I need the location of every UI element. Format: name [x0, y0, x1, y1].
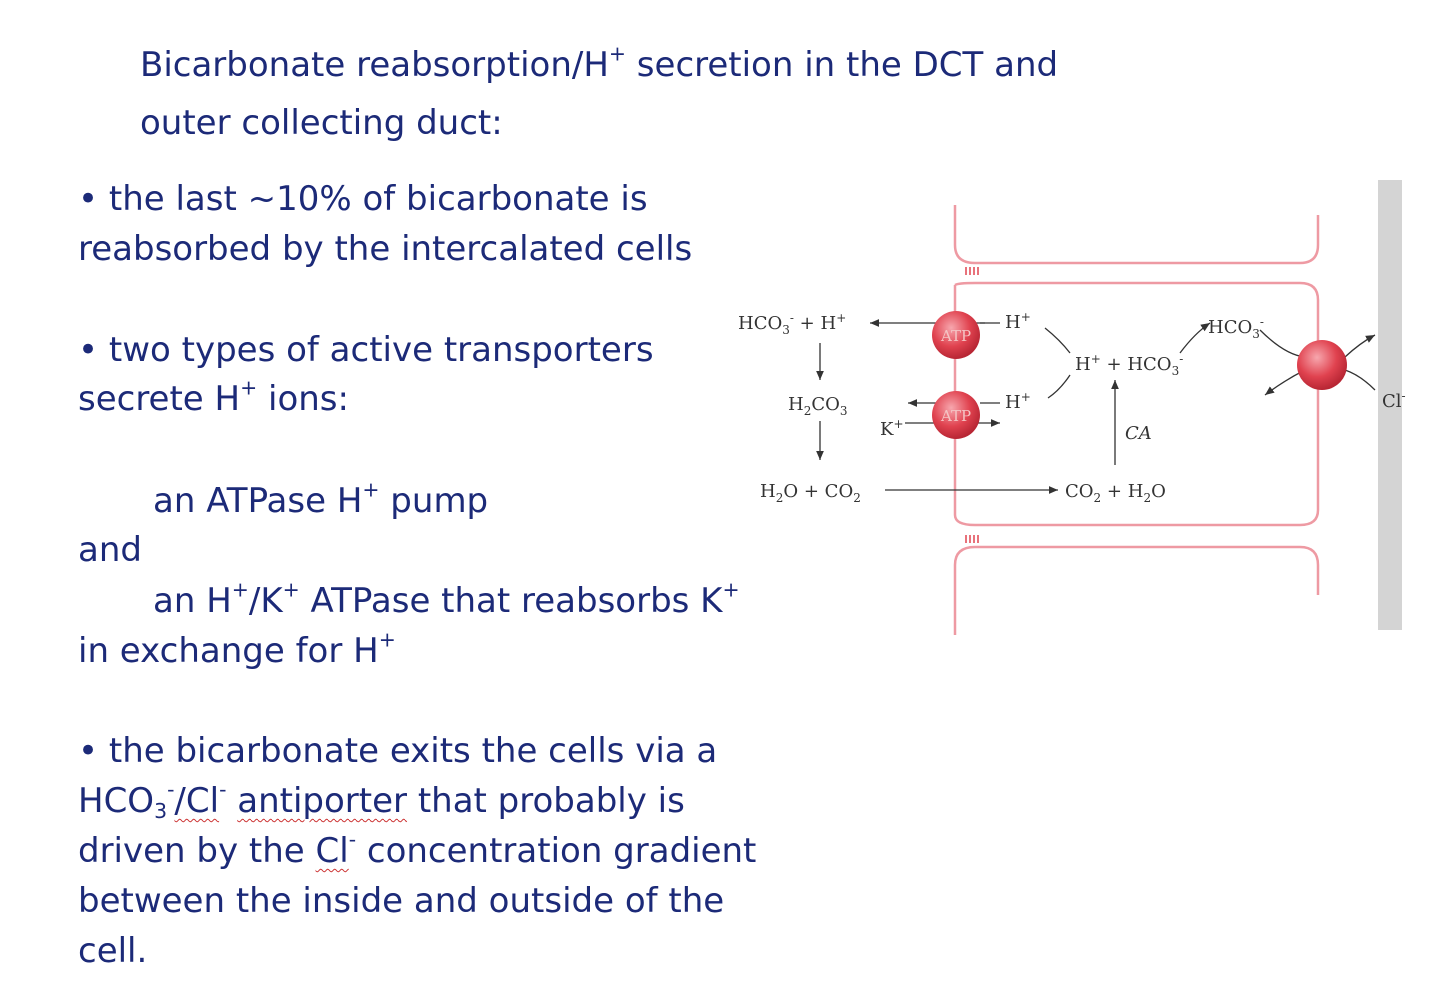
bullet-3-line-5: cell.	[78, 931, 148, 971]
tight-junctions	[965, 267, 979, 543]
bullet-2-line-2: secrete H+ ions:	[78, 375, 349, 419]
cell-h-hco3-label: H+ + HCO3-	[1075, 352, 1183, 378]
intercalated-cell-membrane	[953, 281, 1320, 527]
atp-label-2: ATP	[940, 407, 971, 425]
hco3-antiporter-in	[1259, 329, 1306, 358]
cell-h-bottom-label: H+	[1005, 390, 1031, 413]
hk-atpase-pump: ATP	[932, 391, 1000, 439]
hco3-exit-arrow	[1179, 322, 1211, 354]
and-line: and	[78, 530, 142, 570]
k-label: K+	[880, 417, 904, 440]
lower-cell-membrane	[953, 545, 1320, 635]
cell-co2-h2o-label: CO2 + H2O	[1065, 481, 1166, 505]
lumen-h2o-co2-label: H2O + CO2	[760, 481, 861, 505]
cell-h-top-label: H+	[1005, 310, 1031, 333]
atp-label-1: ATP	[940, 327, 971, 345]
hco3-to-blood-arrow	[1344, 334, 1376, 358]
cl-in-arrow	[1344, 369, 1376, 391]
upper-cell-membrane	[953, 205, 1320, 265]
h2co3-label: H2CO3	[788, 394, 848, 418]
bullet-2-line-1: • two types of active transporters	[78, 330, 654, 370]
bullet-3-line-1: • the bicarbonate exits the cells via a	[78, 731, 718, 771]
bullet-3-line-2: HCO3-/Cl- antiporter that probably is	[78, 777, 685, 824]
cell-membranes	[953, 205, 1320, 635]
reaction-arrows	[816, 319, 1376, 494]
atpase-pump-line: an ATPase H+ pump	[153, 477, 489, 521]
exchange-line: in exchange for H+	[78, 627, 396, 671]
bullet-3-line-4: between the inside and outside of the	[78, 881, 725, 921]
hco3-cl-antiporter	[1297, 340, 1347, 390]
bullet-1-line-2: reabsorbed by the intercalated cells	[78, 229, 693, 269]
hco3-out-label: HCO3-	[1208, 315, 1264, 341]
heading-line-2: outer collecting duct:	[140, 103, 503, 143]
lumen-hco3-label: HCO3- + H+	[738, 311, 846, 337]
bullet-3-line-3: driven by the Cl- concentration gradient	[78, 827, 757, 871]
bullet-1-line-1: • the last ~10% of bicarbonate is	[78, 179, 648, 219]
h-atpase-pump: ATP	[932, 311, 1000, 359]
ca-label: CA	[1125, 423, 1152, 444]
h-bottom-link	[1047, 374, 1071, 399]
hk-atpase-line: an H+/K+ ATPase that reabsorbs K+	[153, 577, 740, 621]
intercalated-cell-diagram: ATP ATP HCO3- + H+ H2CO3 H2O + CO2 K+ H+…	[738, 180, 1406, 635]
heading-line-1: Bicarbonate reabsorption/H+ secretion in…	[140, 41, 1059, 85]
basolateral-shade	[1378, 180, 1402, 630]
cl-label: Cl-	[1382, 389, 1406, 412]
h-top-link	[1044, 327, 1071, 354]
